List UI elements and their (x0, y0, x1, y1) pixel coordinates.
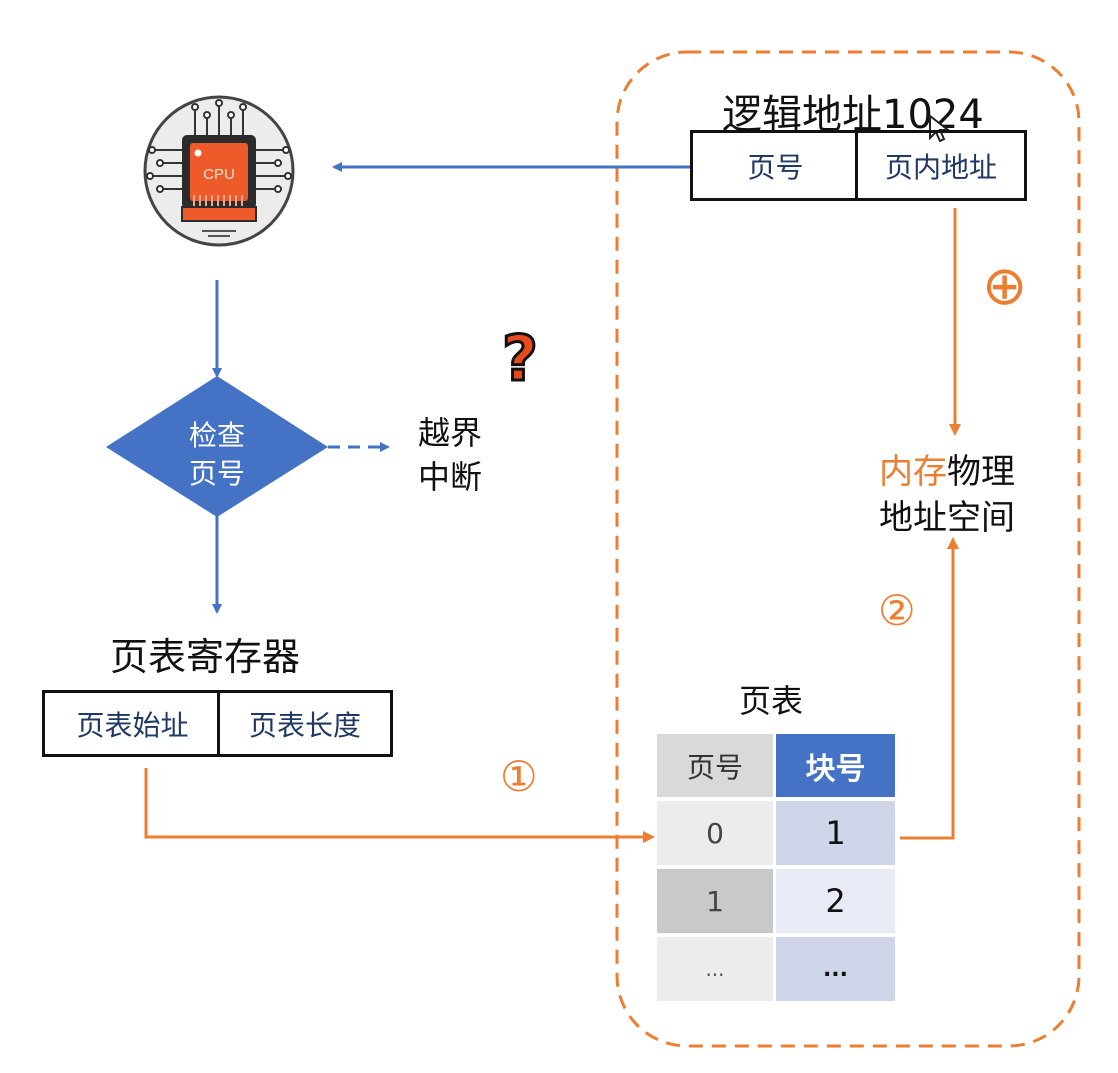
cpu-chip-label: CPU (203, 166, 235, 183)
page-table-header-page: 页号 (657, 734, 773, 797)
interrupt-label-line2: 中断 (418, 458, 483, 496)
table-row-1-block-text: 2 (825, 882, 846, 920)
check-diamond (106, 376, 328, 517)
step-1-label: ① (500, 752, 538, 801)
table-row-2-block: ... (776, 937, 895, 1001)
table-row-0-block-text: 1 (825, 814, 846, 852)
table-row-1-page: 1 (657, 869, 773, 933)
page-table-title: 页表 (739, 682, 804, 720)
step-2-label: ② (878, 586, 916, 635)
memory-highlight: 内存 (879, 452, 947, 492)
page-table-register-title: 页表寄存器 (110, 635, 301, 679)
memory-rest: 物理 (947, 452, 1015, 492)
table-row-1-block: 2 (776, 869, 895, 933)
arrow-register-to-table (144, 768, 655, 843)
logical-address-offset-label: 页内地址 (884, 150, 997, 184)
table-row-2-page-text: ... (705, 957, 725, 981)
table-row-2-block-text: ... (822, 956, 849, 982)
register-length-field: 页表长度 (217, 690, 393, 757)
page-table-header-block-text: 块号 (805, 751, 866, 787)
page-table-header-block: 块号 (776, 734, 895, 797)
table-row-0-block: 1 (776, 801, 895, 865)
logical-address-offset-field: 页内地址 (855, 130, 1027, 201)
logical-address-page-field: 页号 (690, 130, 858, 201)
cpu-icon: CPU (143, 95, 295, 247)
check-label-line1: 检查 (188, 419, 246, 452)
register-start-field: 页表始址 (42, 690, 220, 757)
memory-label-line2: 地址空间 (879, 498, 1015, 538)
add-symbol: ⊕ (982, 254, 1028, 317)
memory-region-outline (615, 50, 1081, 1048)
table-row-0-page: 0 (657, 801, 773, 865)
arrow-block-to-memory (900, 537, 959, 840)
table-row-0-page-text: 0 (706, 816, 724, 850)
question-mark-icon: ? (501, 321, 540, 397)
register-length-label: 页表长度 (248, 708, 361, 742)
memory-label-line1: 内存物理 (879, 444, 1015, 493)
table-row-1-page-text: 1 (706, 884, 724, 918)
logical-address-page-label: 页号 (747, 150, 804, 184)
table-row-2-page: ... (657, 937, 773, 1001)
check-label-line2: 页号 (188, 457, 246, 490)
interrupt-label-line1: 越界 (418, 414, 483, 452)
register-start-label: 页表始址 (76, 708, 189, 742)
page-table-header-page-text: 页号 (686, 750, 743, 784)
